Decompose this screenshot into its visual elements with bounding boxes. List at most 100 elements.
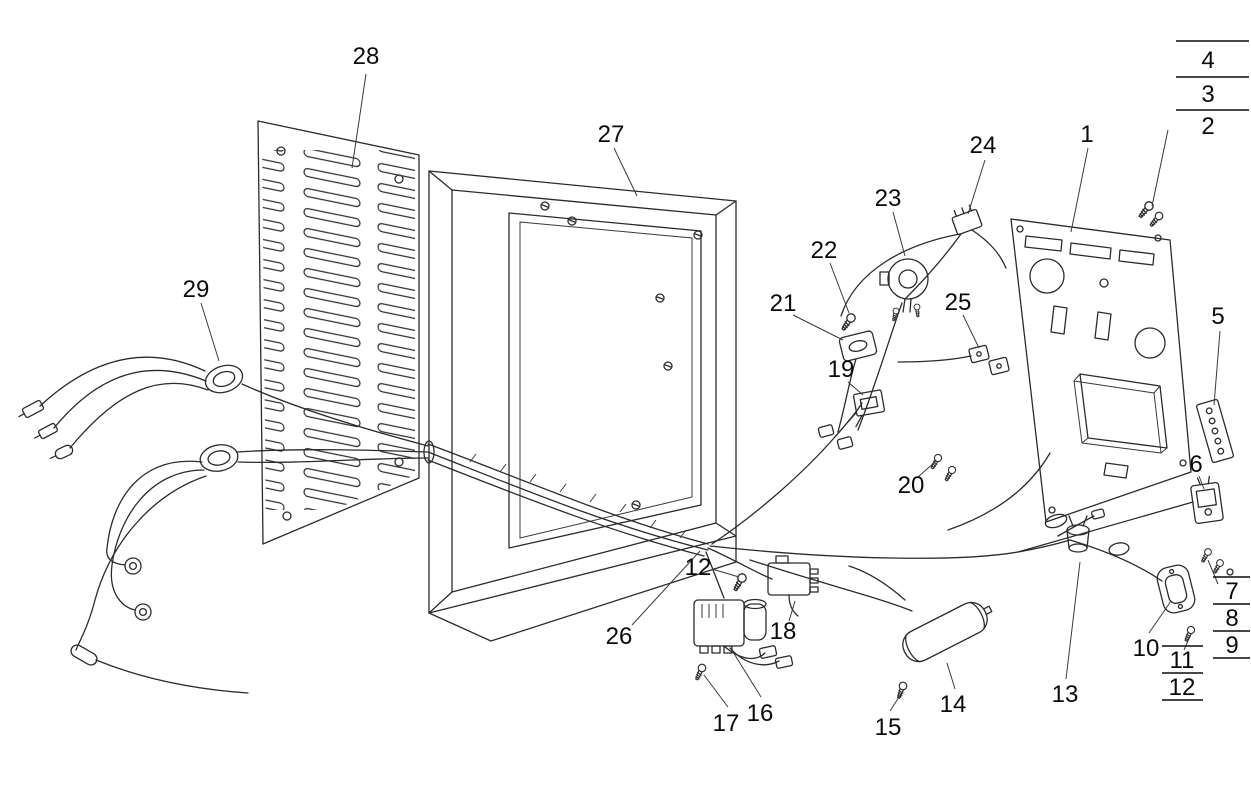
screw — [838, 311, 858, 333]
corner-hole — [1048, 506, 1056, 514]
wire — [947, 452, 1051, 531]
switch-dot — [976, 351, 982, 357]
breaker-center — [898, 269, 918, 289]
perforated-rear-panel — [257, 120, 420, 545]
stack-label-8: 8 — [1225, 605, 1238, 632]
harness-wire — [69, 382, 209, 449]
stack-low-rules — [1162, 645, 1203, 701]
grommet-inner — [212, 370, 236, 388]
switch-slot — [1050, 305, 1068, 335]
relay — [767, 555, 819, 617]
wire — [840, 233, 961, 317]
cdi-coil — [743, 603, 767, 641]
plate-slot — [1024, 235, 1063, 252]
corner-hole — [1179, 459, 1187, 467]
gauge-hole — [1134, 327, 1166, 359]
wire — [723, 645, 766, 660]
callout-5: 5 — [1211, 303, 1224, 330]
screw — [942, 464, 958, 483]
switch-button — [1204, 508, 1213, 516]
bundle-strand — [427, 451, 709, 551]
ring-terminal — [124, 557, 142, 575]
bundle-strand — [427, 459, 705, 557]
wire — [1069, 539, 1163, 582]
stack-label-4: 4 — [1201, 47, 1214, 74]
switch-body — [1190, 481, 1224, 525]
spade-connector — [18, 399, 45, 419]
callout-16: 16 — [747, 700, 774, 727]
corner-hole — [1154, 234, 1162, 242]
screw — [913, 303, 922, 318]
gauge-hole — [1029, 258, 1065, 294]
louver-slots — [262, 150, 415, 510]
canister-body — [902, 601, 988, 663]
wire-connector — [1090, 508, 1106, 520]
cdi-terminal — [699, 645, 709, 654]
cdi-coil-top — [743, 598, 767, 610]
callout-6: 6 — [1189, 451, 1202, 478]
hardware-kit — [1195, 398, 1235, 464]
kit-strip — [1195, 398, 1235, 464]
switch-side — [1066, 529, 1090, 549]
connector-24 — [951, 204, 983, 235]
connector-body — [54, 444, 74, 460]
relay-terminal — [809, 568, 819, 575]
component-face — [1164, 574, 1188, 604]
switch-face — [859, 396, 879, 410]
screw — [894, 680, 909, 700]
callout-13: 13 — [1052, 681, 1079, 708]
wire — [897, 355, 972, 363]
wire-loop — [1044, 513, 1068, 529]
callout-21: 21 — [770, 290, 797, 317]
callout-14: 14 — [940, 691, 967, 718]
connector-lead — [49, 455, 57, 459]
component-terminal — [1168, 568, 1175, 575]
connector-body — [951, 209, 983, 235]
callout-20: 20 — [898, 472, 925, 499]
stack-label-2: 2 — [1201, 113, 1214, 140]
wire — [905, 233, 962, 299]
wire-connector — [817, 424, 835, 438]
cdi-fins — [701, 604, 724, 618]
wire — [837, 358, 857, 433]
relay-terminal — [809, 577, 819, 584]
harness-wire — [237, 457, 429, 464]
box-back-inner-frame — [519, 221, 693, 539]
mount-hole — [276, 146, 286, 156]
callout-29: 29 — [183, 276, 210, 303]
wire — [857, 302, 903, 431]
grommet — [204, 364, 244, 394]
connector-body — [817, 424, 835, 438]
plate-slot — [1069, 242, 1112, 260]
switch-rocker — [848, 340, 868, 352]
wire — [749, 559, 913, 612]
harness-wire — [241, 383, 429, 447]
harness-bundle — [427, 443, 709, 557]
canister-nipple — [983, 605, 993, 615]
kit-item — [1217, 447, 1225, 455]
connector-body — [758, 645, 778, 659]
wire-loop — [1108, 542, 1130, 556]
breaker-body — [887, 258, 929, 300]
connector-body — [70, 644, 98, 666]
wiring — [705, 229, 1194, 666]
switch-base — [1068, 543, 1088, 553]
grommet-inner — [207, 450, 231, 466]
harness-wire — [106, 460, 203, 566]
canister-end-caps — [905, 601, 985, 663]
harness-wire — [236, 449, 429, 453]
screw — [692, 662, 708, 682]
switch-body — [968, 344, 990, 364]
spade-connector — [34, 422, 59, 440]
connector-body — [37, 422, 59, 440]
small-hole — [1099, 278, 1109, 288]
switch-face — [1195, 488, 1217, 508]
control-panel-plate — [1010, 218, 1192, 523]
micro-switch — [988, 356, 1010, 376]
toggle-switch — [847, 389, 886, 428]
ring-terminal — [134, 603, 152, 621]
enclosure-box — [423, 170, 737, 642]
screw — [1198, 546, 1214, 564]
switch-terminals — [847, 411, 863, 428]
